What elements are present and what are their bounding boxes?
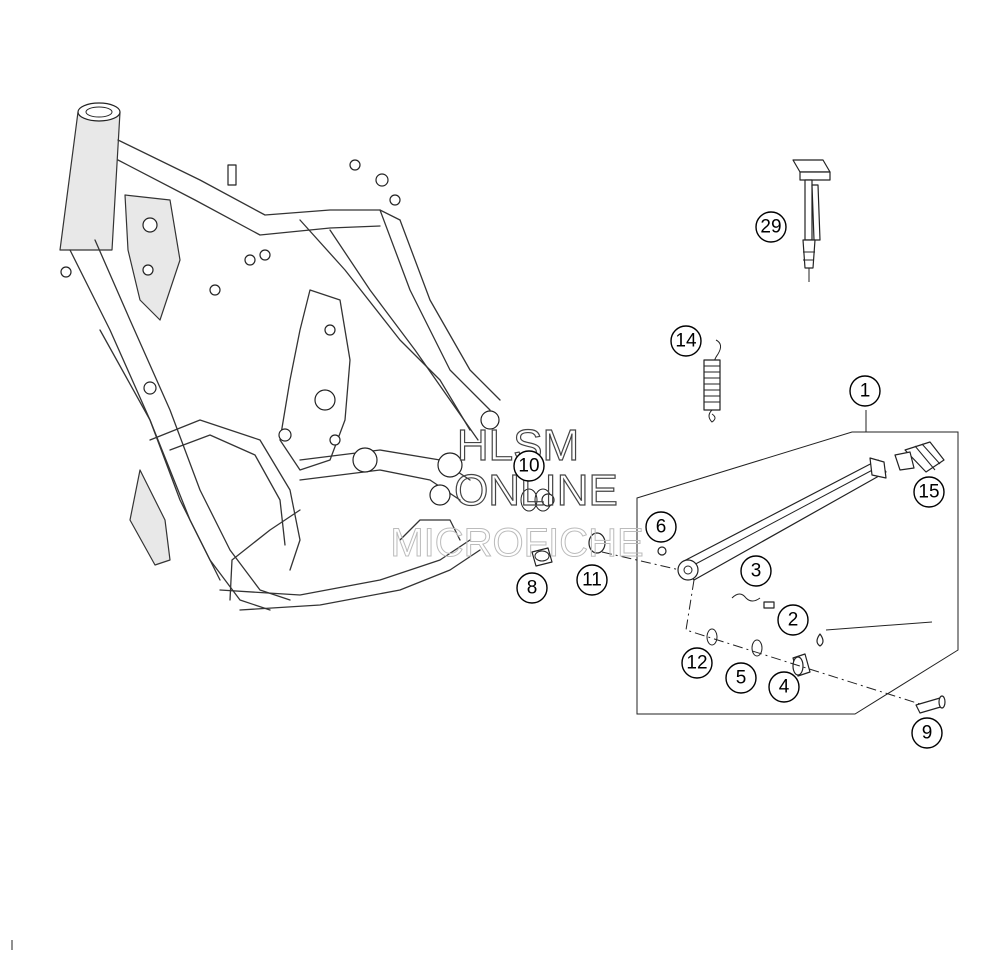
callout-4-label: 4 (779, 677, 790, 698)
callout-4: 4 (768, 671, 800, 703)
callout-9-label: 9 (922, 723, 933, 744)
callout-15-label: 15 (918, 482, 939, 503)
callout-3-label: 3 (751, 561, 762, 582)
rubber-foot-15 (894, 441, 945, 473)
callout-3: 3 (740, 555, 772, 587)
frame-illustration (59, 102, 501, 611)
callout-9: 9 (911, 717, 943, 749)
callout-29: 29 (755, 211, 787, 243)
side-stand-kit-outline (636, 410, 959, 715)
special-tool-29 (792, 159, 831, 282)
callout-5: 5 (725, 662, 757, 694)
callout-8: 8 (516, 572, 548, 604)
callout-5-label: 5 (736, 668, 747, 689)
callout-6-label: 6 (656, 517, 667, 538)
watermark-line3: MICROFICHE (390, 521, 643, 565)
callout-6: 6 (645, 511, 677, 543)
callout-10-label: 10 (518, 456, 539, 477)
callout-11: 11 (576, 564, 608, 596)
spring-14 (703, 339, 722, 423)
callout-1: 1 (849, 375, 881, 407)
callout-1-label: 1 (860, 381, 871, 402)
callout-15: 15 (913, 476, 945, 508)
kit-small-parts (520, 488, 946, 714)
callout-14-label: 14 (675, 331, 697, 352)
callout-8-label: 8 (527, 578, 538, 599)
callout-12: 12 (681, 647, 713, 679)
watermark: HLSM ONLINE MICROFICHE (390, 420, 644, 565)
callout-12-label: 12 (686, 653, 707, 674)
callout-11-label: 11 (582, 570, 602, 591)
callout-2: 2 (777, 604, 809, 636)
callout-2-label: 2 (788, 610, 799, 631)
callout-14: 14 (670, 325, 702, 357)
callout-29-label: 29 (760, 217, 781, 238)
side-stand-leg (677, 457, 887, 581)
callout-10: 10 (513, 450, 545, 482)
